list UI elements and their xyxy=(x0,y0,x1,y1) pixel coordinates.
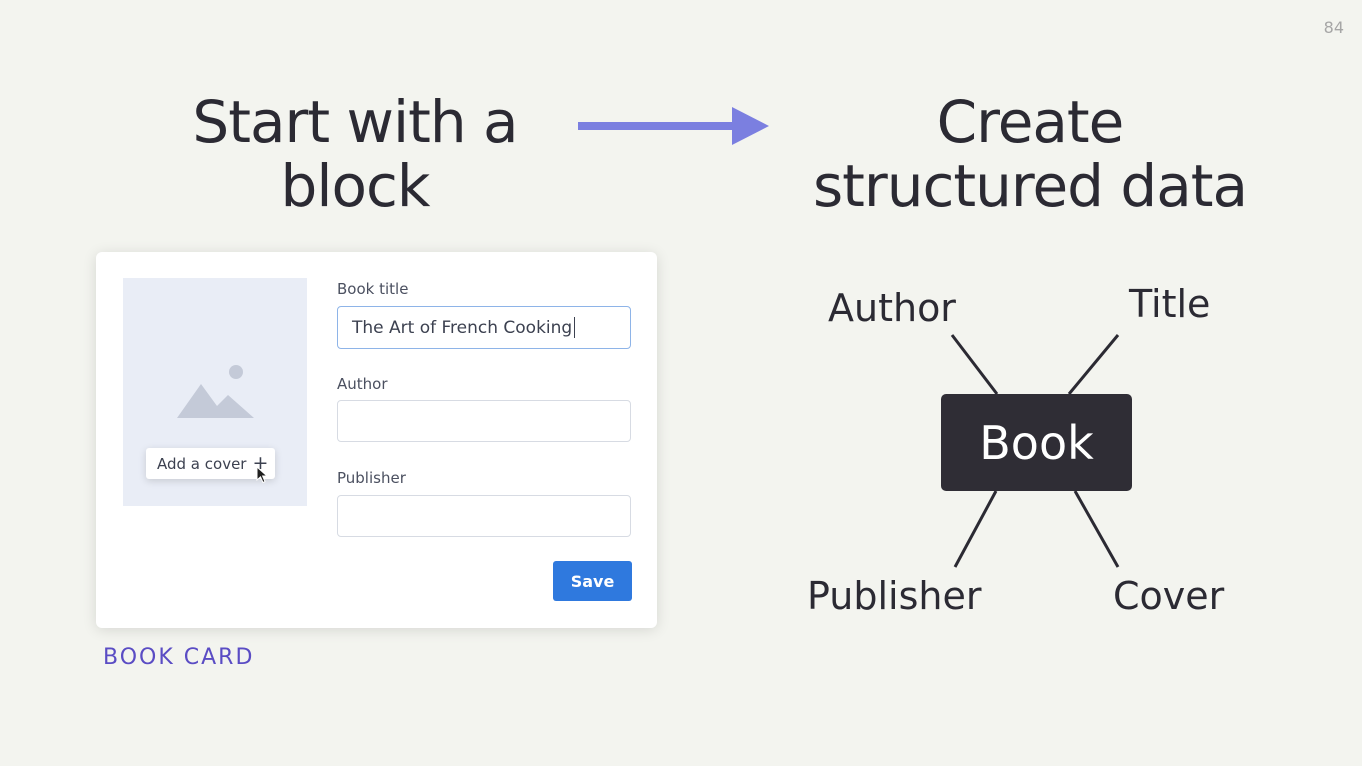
publisher-label: Publisher xyxy=(337,469,406,487)
text-caret xyxy=(574,317,576,338)
add-cover-label: Add a cover xyxy=(157,454,247,473)
card-caption: BOOK CARD xyxy=(103,645,255,670)
page-number: 84 xyxy=(1323,18,1344,37)
book-title-input[interactable]: The Art of French Cooking xyxy=(337,306,631,349)
connector-title xyxy=(1067,334,1120,395)
save-button[interactable]: Save xyxy=(553,561,632,601)
book-card: Add a cover + Book title The Art of Fren… xyxy=(96,252,657,628)
headline-left: Start with a block xyxy=(192,88,518,220)
cover-dropzone[interactable]: Add a cover + xyxy=(123,278,307,506)
diagram-label-publisher: Publisher xyxy=(807,574,982,618)
mouse-pointer-icon xyxy=(256,466,269,484)
headline-right: Create structured data xyxy=(812,88,1248,220)
book-title-value: The Art of French Cooking xyxy=(352,317,573,338)
plus-icon: + xyxy=(252,452,269,474)
right-arrow-icon xyxy=(578,107,769,145)
connector-author xyxy=(950,334,999,395)
add-cover-button[interactable]: Add a cover + xyxy=(146,448,275,479)
book-title-label: Book title xyxy=(337,280,409,298)
image-icon xyxy=(177,365,254,418)
publisher-input[interactable] xyxy=(337,495,631,537)
diagram-label-author: Author xyxy=(828,286,956,330)
diagram-label-cover: Cover xyxy=(1113,574,1225,618)
connector-publisher xyxy=(953,490,998,568)
author-label: Author xyxy=(337,375,388,393)
diagram-book-node: Book xyxy=(941,394,1132,491)
author-input[interactable] xyxy=(337,400,631,442)
connector-cover xyxy=(1073,490,1120,568)
diagram-label-title: Title xyxy=(1129,282,1211,326)
